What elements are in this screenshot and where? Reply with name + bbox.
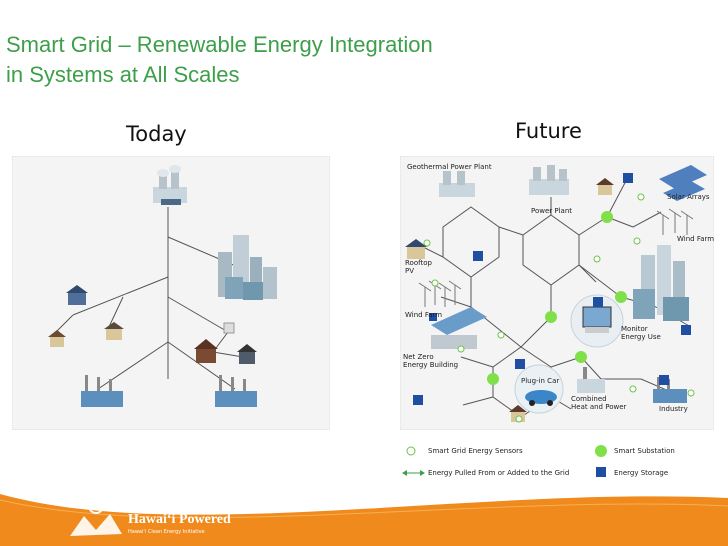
footer-swoosh [0,494,728,546]
geothermal-plant-icon [439,171,475,197]
monitor-energy-use-icon [570,294,624,348]
factory-icon-1 [81,375,123,407]
solar-arrays-icon [659,165,707,201]
industry-icon [653,377,687,403]
house-icon-top [596,178,614,195]
title-line-2: in Systems at All Scales [6,62,240,87]
plug-in-car-icon [514,364,564,414]
label-monitor-2: Energy Use [621,333,661,341]
legend-storage: Energy Storage [614,469,669,477]
label-wind-farm-left: Wind Farm [405,311,443,319]
arrow-legend-icon [402,470,425,476]
wind-farm-left-icon [418,280,462,307]
house-icon-1 [66,285,88,305]
label-net-zero-1: Net Zero [403,353,434,361]
label-power-plant: Power Plant [531,207,573,215]
power-plant-icon [153,165,187,205]
today-label: Today [126,122,187,146]
wind-farm-right-icon [656,208,694,235]
label-net-zero-2: Energy Building [403,361,459,369]
legend-sensors: Smart Grid Energy Sensors [428,447,523,455]
label-industry: Industry [659,405,688,413]
brand-name: Hawaiʻi Powered [128,512,231,527]
house-icon-5 [237,344,257,364]
label-plug-in-car: Plug-in Car [521,377,560,385]
label-rooftop-1: Rooftop [405,259,432,267]
future-label: Future [515,119,582,143]
label-solar-arrays: Solar Arrays [667,193,710,201]
city-buildings-icon [633,245,689,321]
house-icon-3 [104,322,124,340]
house-icon-4 [194,339,218,363]
title-line-1: Smart Grid – Renewable Energy Integratio… [6,32,433,57]
legend-substation: Smart Substation [614,447,675,455]
city-buildings-icon [218,235,277,300]
energy-storage-units [413,173,691,405]
legend-pulled: Energy Pulled From or Added to the Grid [428,469,570,477]
brand-tagline: Hawaiʻi Clean Energy Initiative [128,529,205,535]
label-monitor-1: Monitor [621,325,648,333]
smart-grid-sensors [423,193,695,423]
today-grid-diagram [12,156,330,430]
house-icon-2 [48,330,66,347]
storage-legend-icon [596,467,606,477]
future-grid-diagram: Geothermal Power Plant Power Plant Solar… [400,156,714,430]
sensor-legend-icon [406,446,416,456]
label-combined-2: Heat and Power [571,403,627,411]
small-substation-icon [223,322,235,334]
slide-title: Smart Grid – Renewable Energy Integratio… [6,30,433,90]
net-zero-building-icon [431,307,487,349]
smart-substations [487,211,627,385]
label-rooftop-2: PV [405,267,415,275]
rooftop-pv-house-icon [405,239,427,259]
label-wind-farm-right: Wind Farm [677,235,715,243]
legend: Smart Grid Energy Sensors Energy Pulled … [400,438,710,488]
label-geothermal: Geothermal Power Plant [407,163,492,171]
factory-icon-2 [215,375,257,407]
label-combined-1: Combined [571,395,607,403]
hawaii-powered-logo [70,498,122,536]
power-plant-icon [529,165,569,195]
substation-legend-icon [595,445,607,457]
combined-heat-power-icon [577,367,605,393]
